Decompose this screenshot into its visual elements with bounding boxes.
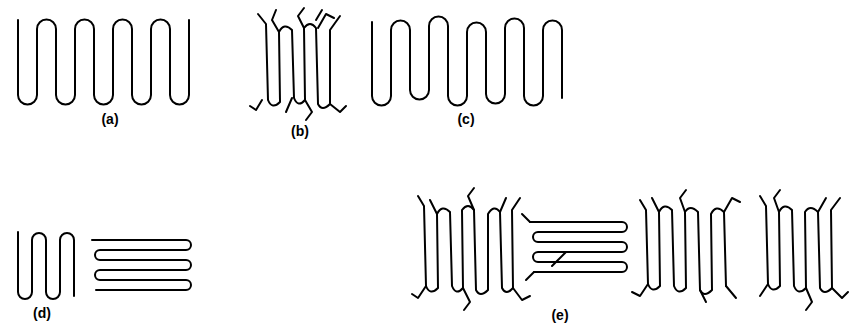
folded-chain	[18, 232, 74, 299]
figure-label: (b)	[291, 124, 309, 138]
irregular-folded-chain	[250, 8, 346, 120]
figure-label: (d)	[33, 306, 51, 320]
horizontal-lamella	[92, 240, 191, 290]
figure-label: (a)	[101, 112, 118, 126]
folded-chain	[372, 17, 562, 106]
combined-folded-chain	[412, 188, 848, 310]
figure-label: (e)	[551, 308, 568, 322]
folded-chain	[18, 20, 189, 105]
figure-label: (c)	[457, 112, 474, 126]
